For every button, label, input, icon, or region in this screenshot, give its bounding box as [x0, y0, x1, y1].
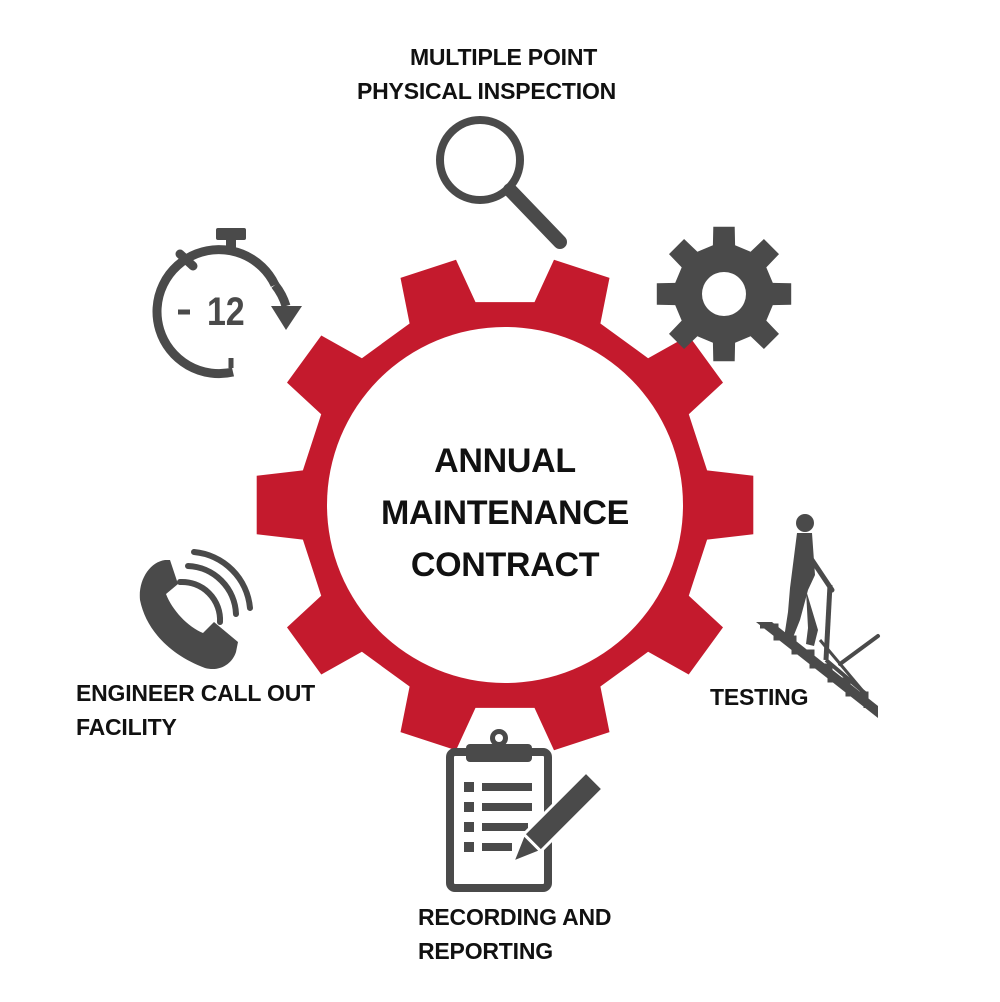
reporting-label: RECORDING AND REPORTING — [418, 900, 612, 968]
clipboard-pencil-icon — [446, 729, 606, 892]
center-title: ANNUAL MAINTENANCE CONTRACT — [345, 435, 665, 591]
inspection-label-line2: PHYSICAL INSPECTION — [357, 78, 617, 104]
reporting-label-line2: REPORTING — [418, 938, 553, 964]
reporting-label-line1: RECORDING AND — [418, 904, 612, 930]
stopwatch-icon — [152, 228, 302, 379]
stopwatch-number: 12 — [207, 290, 245, 334]
callout-label: ENGINEER CALL OUT FACILITY — [76, 676, 315, 744]
center-title-line3: CONTRACT — [410, 546, 600, 584]
inspection-label: MULTIPLE POINT PHYSICAL INSPECTION — [357, 40, 616, 108]
inspection-label-line1: MULTIPLE POINT — [409, 44, 598, 70]
center-title-line1: ANNUAL — [434, 442, 576, 480]
center-title-line2: MAINTENANCE — [381, 494, 629, 532]
magnifier-icon — [436, 116, 567, 249]
stair-climber-icon — [756, 514, 880, 718]
central-gear-ring — [256, 259, 754, 751]
phone-icon — [139, 549, 253, 670]
gear-icon — [656, 226, 792, 362]
testing-label: TESTING — [710, 684, 809, 710]
callout-label-line2: FACILITY — [76, 714, 177, 740]
callout-label-line1: ENGINEER CALL OUT — [76, 680, 315, 706]
central-gear — [256, 259, 754, 751]
